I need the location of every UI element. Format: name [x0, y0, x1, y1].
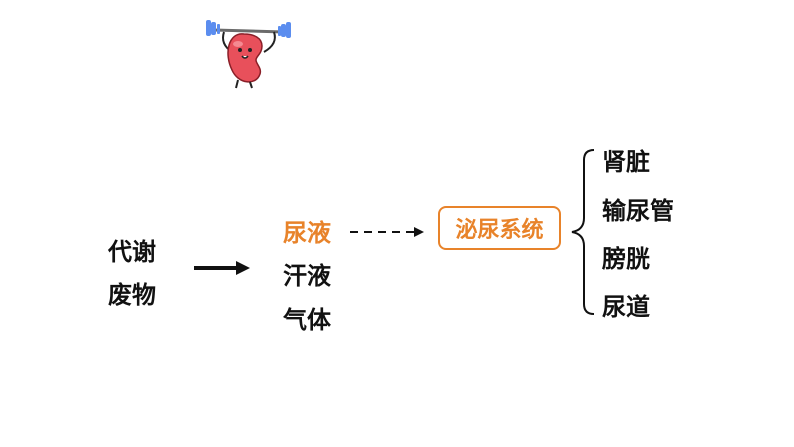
kidney-mascot-icon [200, 14, 296, 90]
urinary-system-box: 泌尿系统 [438, 206, 561, 250]
source-line-1: 代谢 [108, 238, 156, 266]
product-sweat: 汗液 [283, 262, 331, 290]
urinary-system-label: 泌尿系统 [455, 218, 544, 243]
product-gas: 气体 [283, 306, 331, 334]
organ-ureter: 输尿管 [602, 197, 674, 225]
dashed-arrow-icon [348, 224, 428, 238]
organ-urethra: 尿道 [602, 293, 650, 321]
source-line-2: 废物 [108, 281, 156, 309]
organ-bladder: 膀胱 [602, 245, 650, 273]
product-urine: 尿液 [283, 219, 331, 247]
arrow-right-icon [192, 258, 252, 278]
organ-kidney: 肾脏 [602, 148, 650, 176]
curly-brace-icon [568, 148, 598, 316]
